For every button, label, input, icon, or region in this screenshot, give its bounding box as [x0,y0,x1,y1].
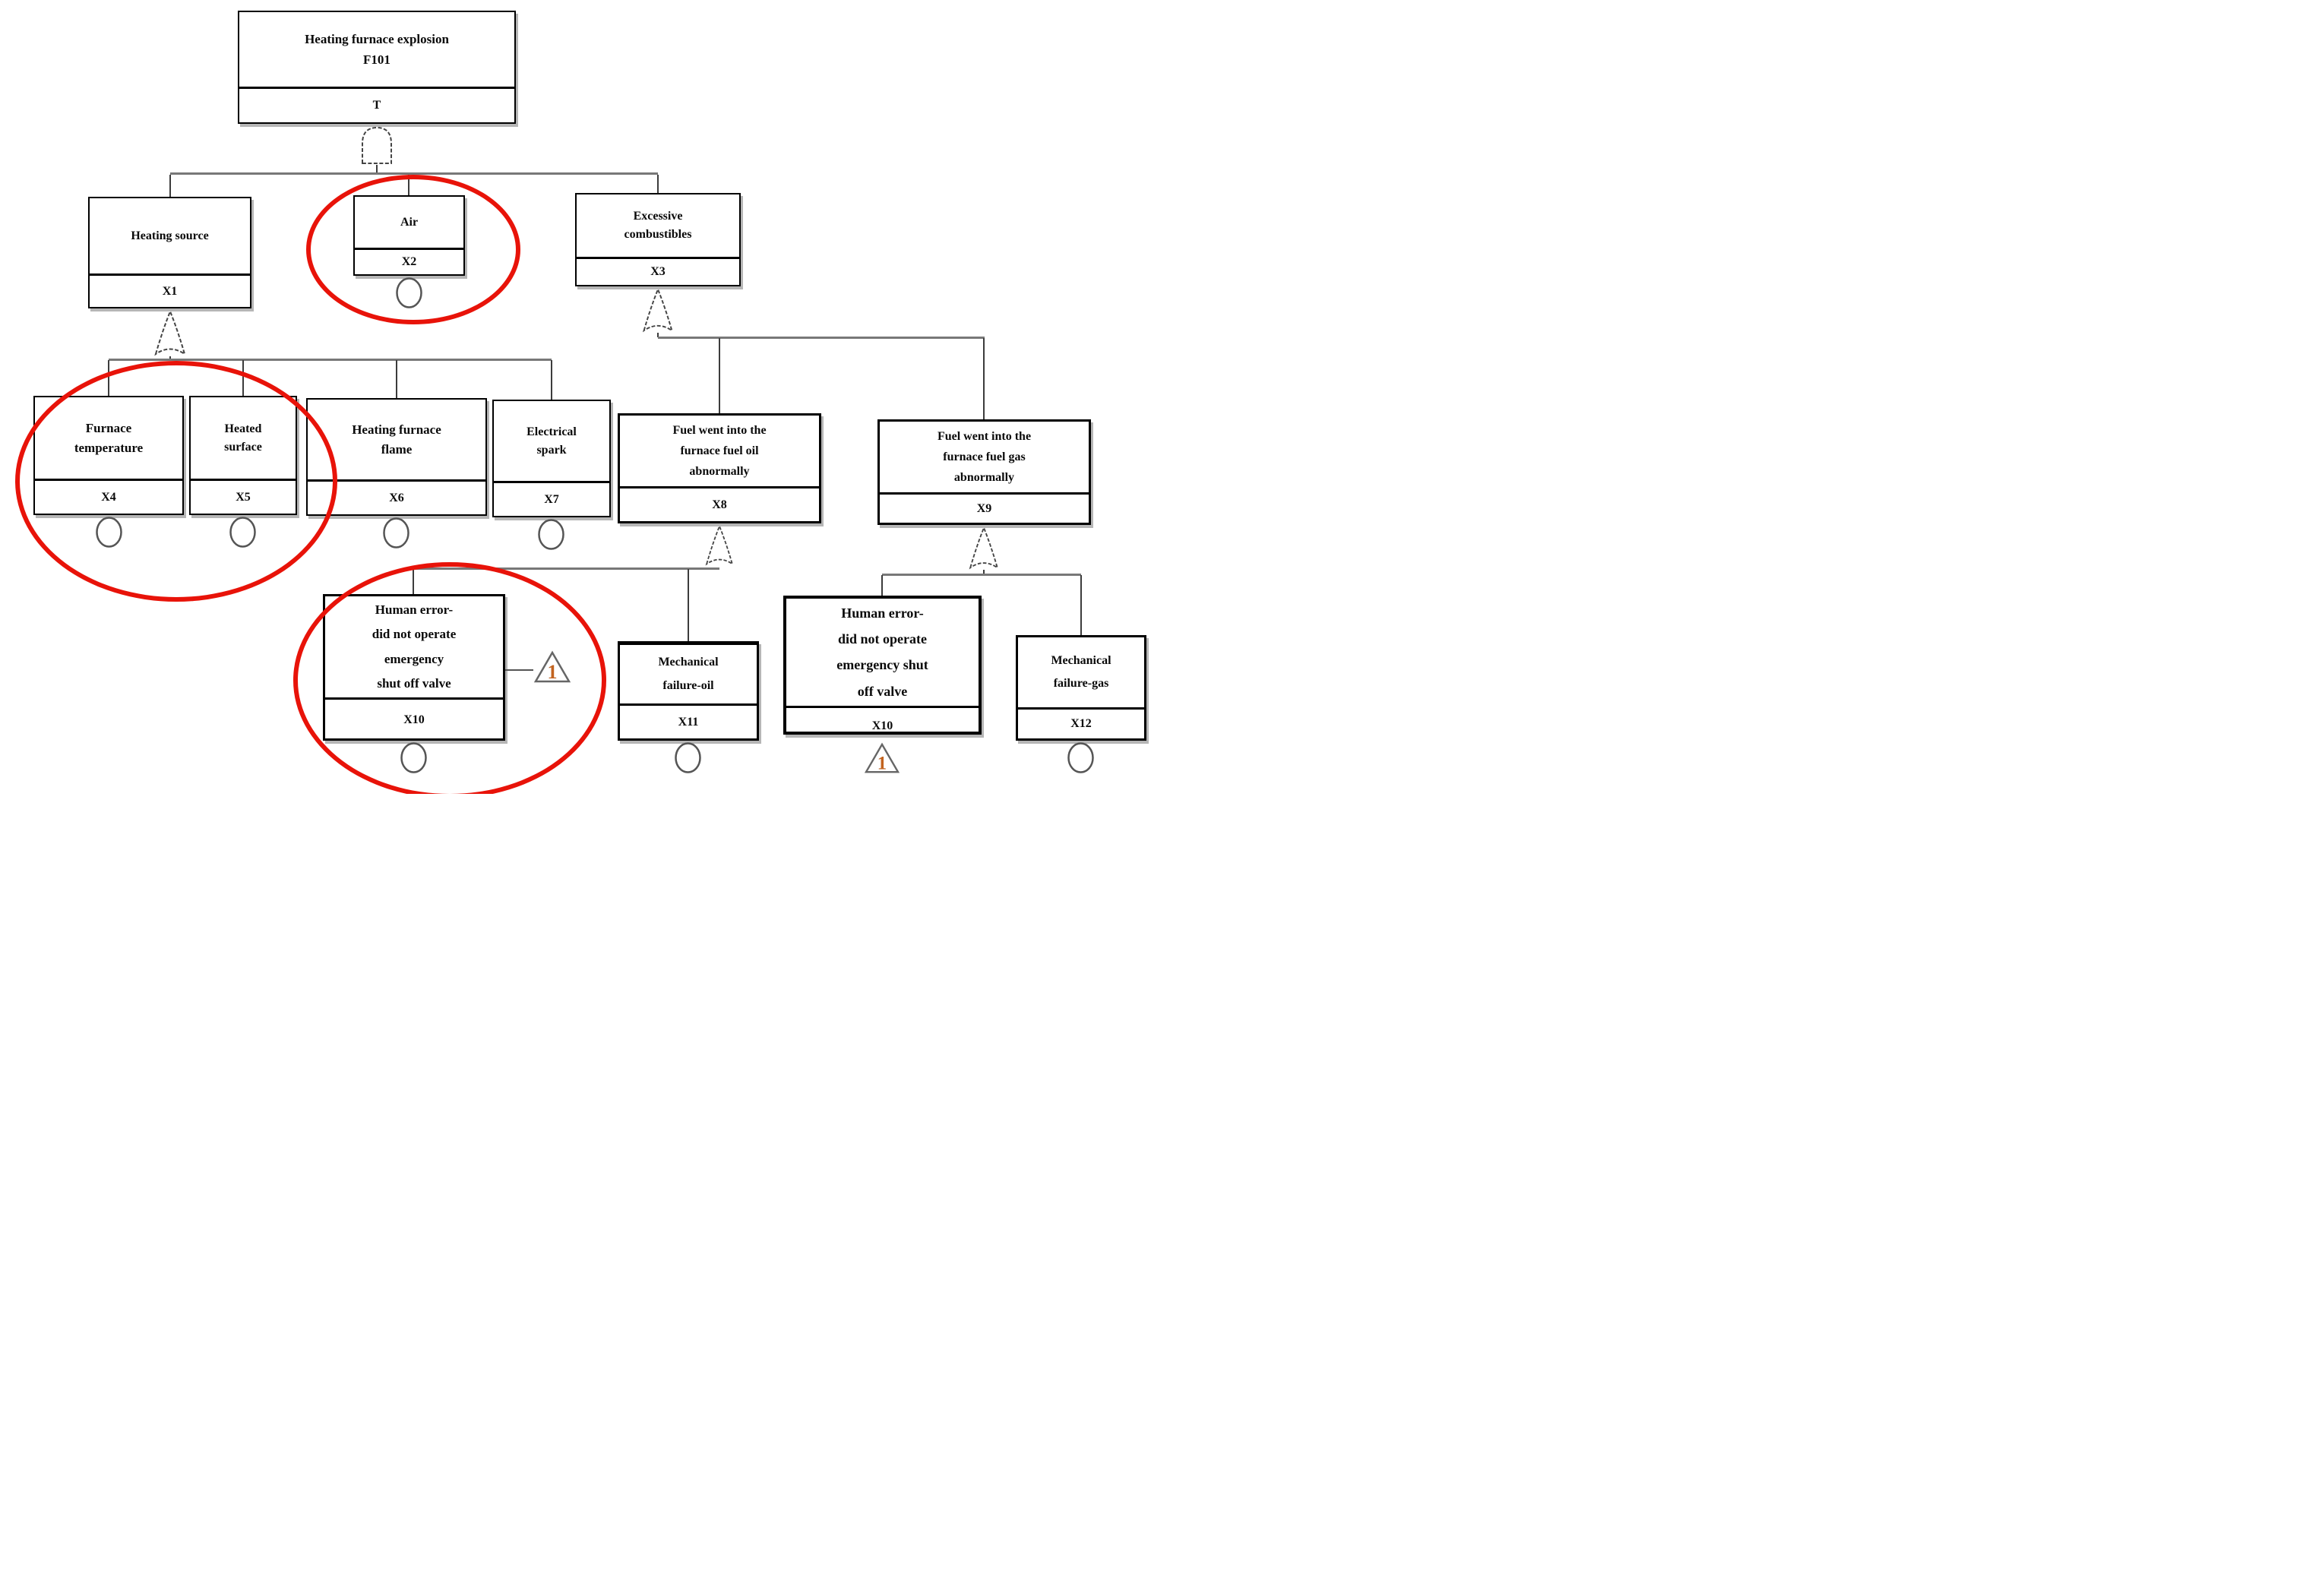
connector-line [983,570,985,574]
event-label: Fuel went into the furnace fuel oil abno… [672,423,767,479]
connector-line [881,575,883,596]
connector-line [396,360,397,398]
event-label: Excessive combustibles [624,210,692,241]
event-top: Heating furnace explosion F101 T [238,11,516,124]
event-label: Mechanical failure-gas [1051,653,1111,690]
event-code: X9 [880,492,1089,523]
event-x12: Mechanical failure-gas X12 [1016,635,1146,741]
transfer-icon: 1 [863,742,901,774]
basic-event-icon [1067,741,1095,774]
event-code: X12 [1018,707,1144,738]
connector-line [983,338,985,420]
event-label: Mechanical failure-oil [658,656,719,692]
connector-line [657,333,659,337]
connector-line [170,172,658,175]
or-gate-icon [153,309,187,356]
event-code: X10 [786,705,979,744]
event-label: Human error- did not operate emergency s… [836,605,928,699]
highlight-ellipse-air [306,175,520,324]
connector-line [169,175,171,198]
connector-line [719,338,720,413]
or-gate-icon [703,524,736,566]
event-top-ref: F101 [363,52,390,67]
event-label: Heating source [131,229,209,242]
event-top-title: Heating furnace explosion [305,31,449,46]
basic-event-icon [674,741,702,774]
connector-line [376,165,378,172]
event-label: Electrical spark [526,425,577,457]
event-x1: Heating source X1 [88,197,251,308]
fault-tree-diagram: Heating furnace explosion F101 T Heating… [0,0,1162,794]
connector-line [688,569,689,641]
event-label: Heating furnace explosion F101 [239,12,514,87]
basic-event-icon [537,518,565,551]
transfer-label: 1 [877,753,887,773]
event-code: X1 [90,273,250,307]
basic-event-icon [382,517,410,549]
highlight-ellipse-x4-x5 [15,361,337,602]
or-gate-icon [641,287,675,333]
event-label: Fuel went into the furnace fuel gas abno… [937,429,1032,485]
connector-line [657,175,659,194]
event-x6: Heating furnace flame X6 [306,398,487,516]
connector-line [658,337,985,339]
connector-line [551,360,552,400]
or-gate-icon [967,526,1001,570]
event-code: X7 [494,481,609,516]
event-code: X6 [308,479,485,514]
event-x10-right: Human error- did not operate emergency s… [783,596,982,735]
event-x9: Fuel went into the furnace fuel gas abno… [877,419,1091,525]
event-x7: Electrical spark X7 [492,400,611,517]
event-label: Heating furnace flame [352,422,441,457]
event-x11: Mechanical failure-oil X11 [618,641,759,741]
event-code: X3 [577,257,739,285]
event-x8: Fuel went into the furnace fuel oil abno… [618,413,821,523]
event-code: X11 [620,703,757,738]
connector-line [169,356,171,359]
highlight-ellipse-x10 [293,562,606,794]
connector-line [109,359,552,361]
and-gate-icon [360,125,394,165]
connector-line [882,574,1081,576]
connector-line [1080,575,1082,636]
event-x3: Excessive combustibles X3 [575,193,741,286]
event-code: T [239,87,514,122]
event-code: X8 [620,486,819,521]
connector-line [413,567,719,570]
